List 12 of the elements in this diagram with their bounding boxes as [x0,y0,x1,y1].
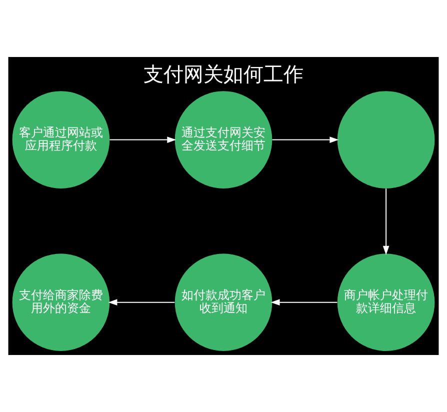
diagram-title: 支付网关如何工作 [144,62,304,86]
node-circle: 支付给商家除费用外的资金 [12,254,110,351]
node-circle: 通过支付网关安全发送支付细节 [174,91,272,188]
node-circle: 客户通过网站或应用程序付款 [12,91,110,188]
arrow [272,136,339,143]
node-circle: 如付款成功客户收到通知 [174,254,272,351]
arrow [382,188,390,255]
arrow [108,299,175,306]
arrow [110,136,176,143]
arrow [270,299,338,306]
node-circle: 商户帐户处理付款详细信息 [337,254,435,351]
node-circle [337,91,435,188]
